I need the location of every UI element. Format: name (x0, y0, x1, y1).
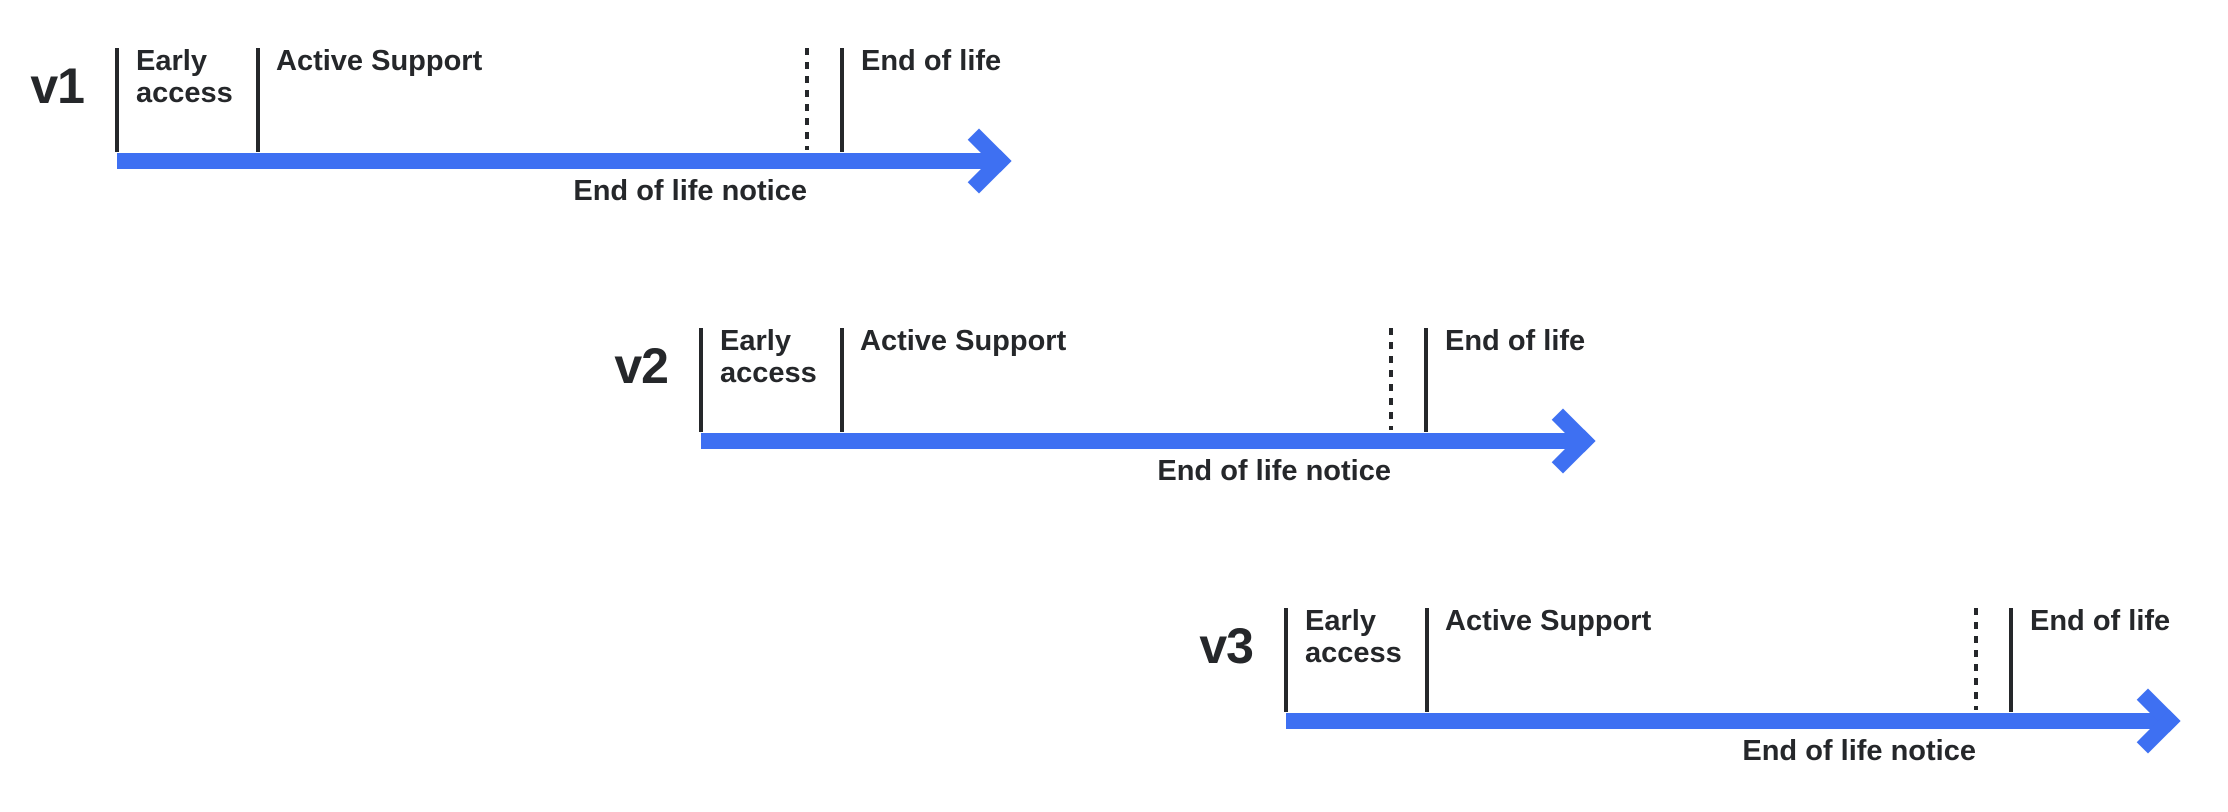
end-of-life-tick (1424, 328, 1428, 432)
end-of-life-tick (2009, 608, 2013, 712)
end-of-life-label: End of life (2030, 605, 2171, 637)
end-of-life-label: End of life (861, 45, 1002, 77)
active-support-start-tick (256, 48, 260, 152)
arrow-head-icon (946, 128, 1012, 194)
eol-notice-dashed-line (805, 48, 809, 150)
early-access-label: Early access (1305, 605, 1402, 669)
end-of-life-notice-label: End of life notice (573, 175, 807, 207)
version-label: v1 (30, 58, 85, 114)
end-of-life-notice-label: End of life notice (1742, 735, 1976, 767)
end-of-life-tick (840, 48, 844, 152)
early-access-start-tick (699, 328, 703, 432)
arrow-head-icon (1530, 408, 1596, 474)
end-of-life-notice-label: End of life notice (1157, 455, 1391, 487)
timeline-arrow-bar (117, 153, 1002, 169)
version-label: v3 (1199, 618, 1254, 674)
active-support-label: Active Support (276, 45, 483, 77)
early-access-start-tick (1284, 608, 1288, 712)
early-access-label: Early access (136, 45, 233, 109)
arrow-head-icon (2115, 688, 2181, 754)
early-access-label: Early access (720, 325, 817, 389)
timeline-arrow-bar (701, 433, 1586, 449)
early-access-start-tick (115, 48, 119, 152)
eol-notice-dashed-line (1974, 608, 1978, 710)
active-support-start-tick (840, 328, 844, 432)
timeline-arrow-bar (1286, 713, 2171, 729)
active-support-label: Active Support (1445, 605, 1652, 637)
version-label: v2 (614, 338, 669, 394)
eol-notice-dashed-line (1389, 328, 1393, 430)
end-of-life-label: End of life (1445, 325, 1586, 357)
active-support-start-tick (1425, 608, 1429, 712)
active-support-label: Active Support (860, 325, 1067, 357)
